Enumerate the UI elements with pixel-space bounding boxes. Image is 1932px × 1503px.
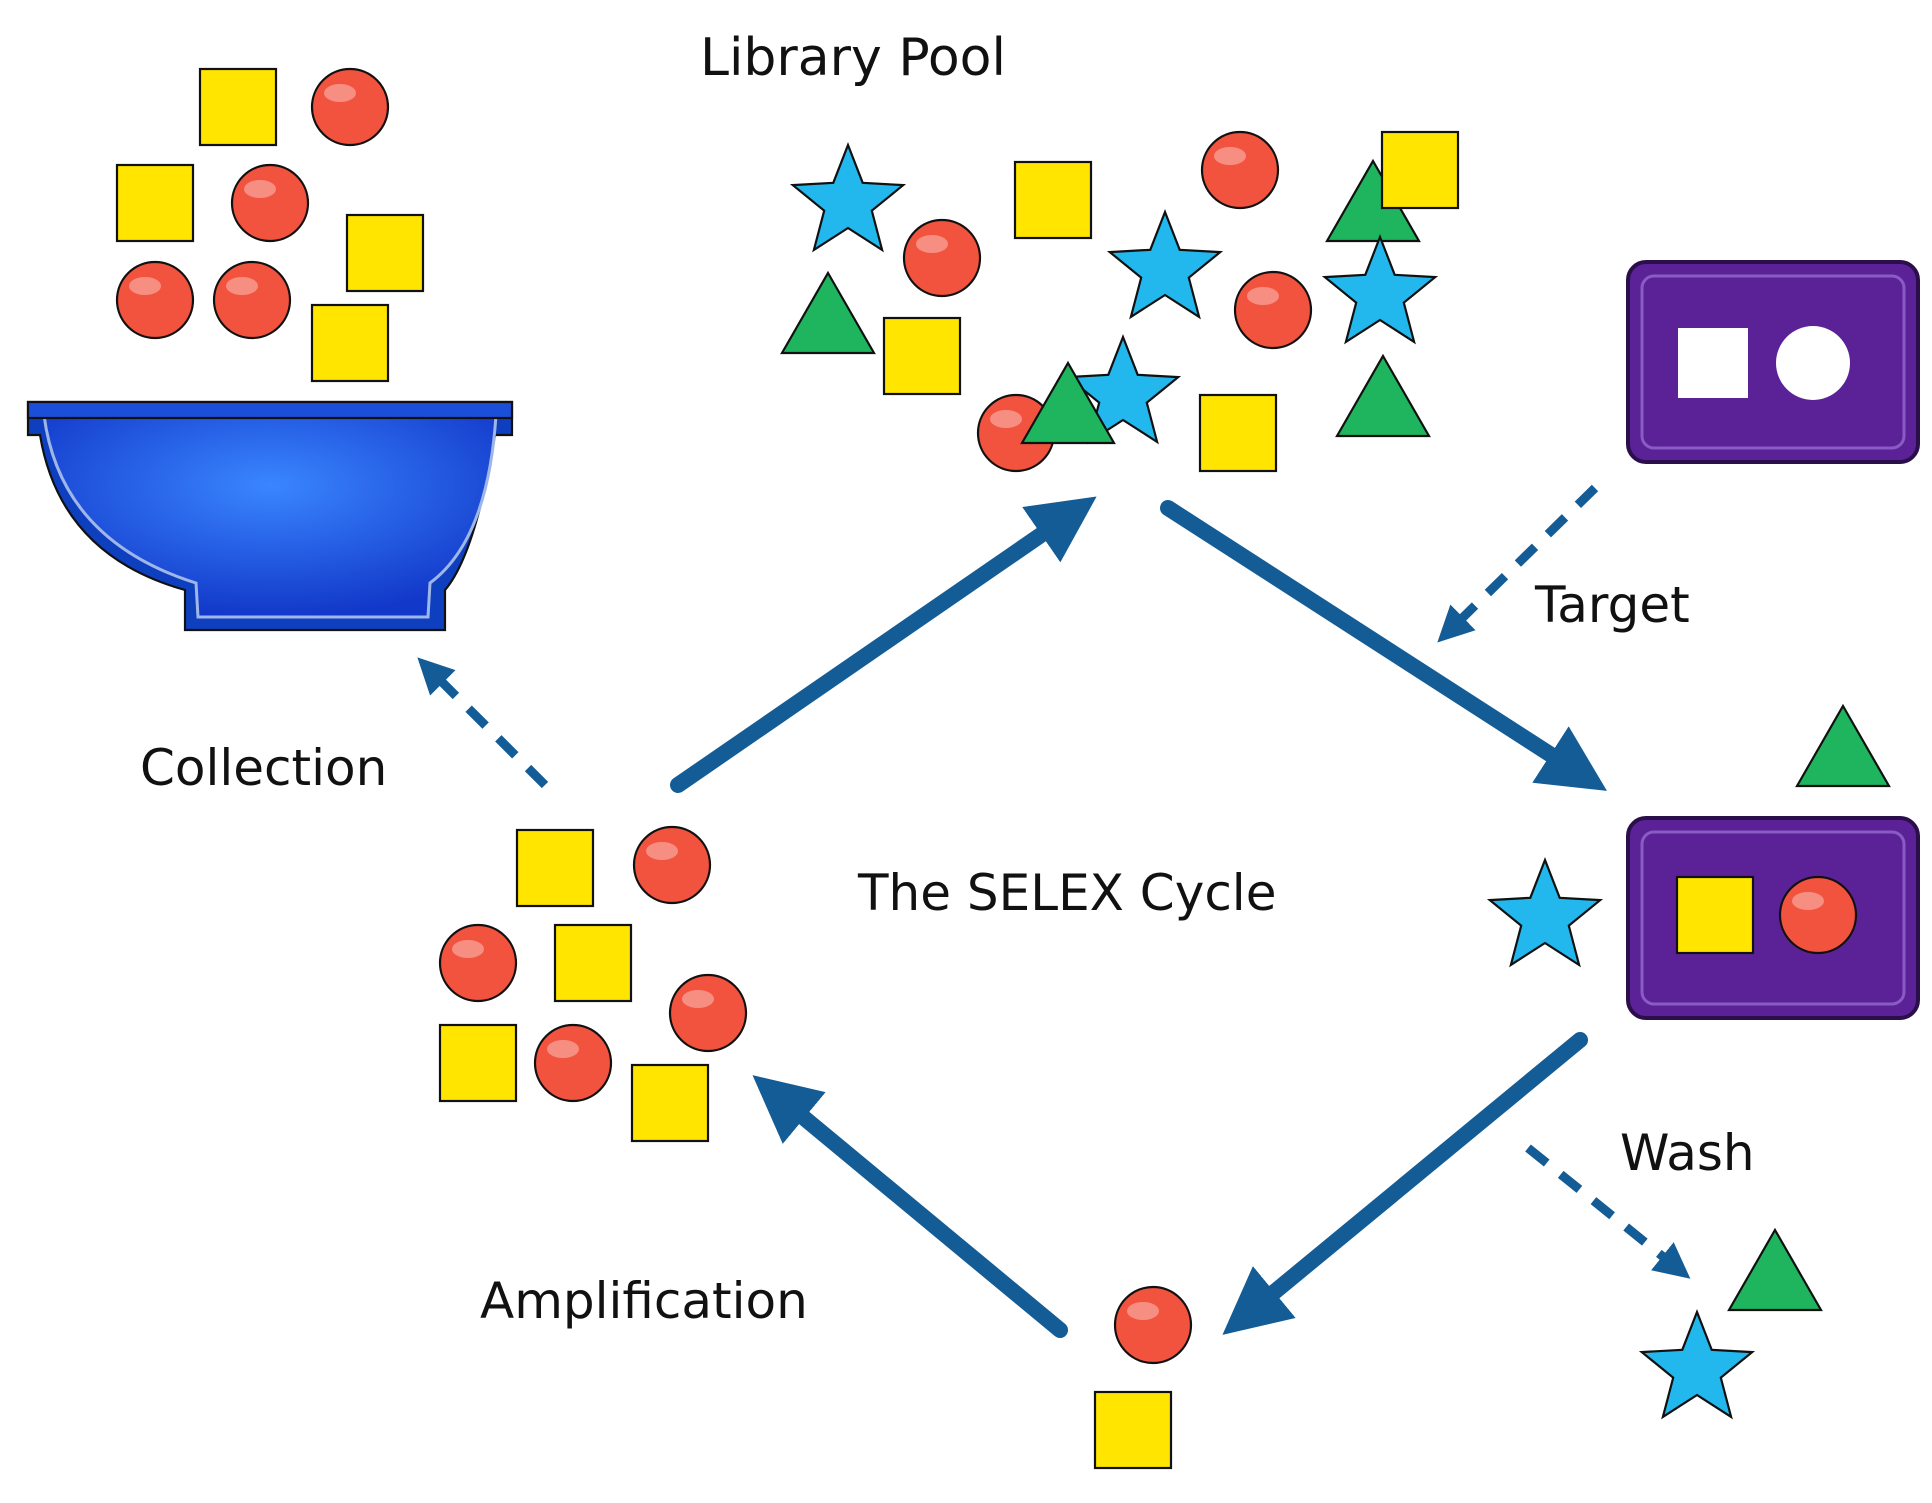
square-slot-icon	[1678, 328, 1748, 398]
bound-target-plate-icon	[1626, 816, 1920, 1020]
cycle-arrows	[670, 496, 1607, 1338]
star-icon	[789, 141, 907, 253]
target-plate-icon	[1626, 260, 1920, 464]
square-icon	[515, 828, 595, 908]
collection-label: Collection	[140, 739, 387, 797]
square-icon	[1093, 1390, 1173, 1470]
star-icon	[1106, 208, 1224, 320]
circle-icon	[1778, 875, 1858, 955]
circle-icon	[1233, 270, 1313, 350]
arrow-to-elution-icon	[1222, 1032, 1588, 1335]
circle-icon	[1113, 1285, 1193, 1365]
star-icon	[1638, 1308, 1756, 1420]
star-icon	[1486, 856, 1604, 968]
cycle-title-label: The SELEX Cycle	[857, 864, 1276, 922]
triangle-icon	[1795, 703, 1891, 788]
star-icon	[1321, 233, 1439, 345]
circle-icon	[115, 260, 195, 340]
square-icon	[115, 163, 195, 243]
triangle-icon	[1335, 353, 1431, 438]
square-icon	[553, 923, 633, 1003]
target-dashed-arrow-icon	[1437, 484, 1599, 643]
circle-icon	[632, 825, 712, 905]
star-icon	[1064, 333, 1182, 445]
circle-slot-icon	[1776, 326, 1850, 400]
square-icon	[1013, 160, 1093, 240]
collection-bowl-icon	[26, 400, 514, 632]
circle-icon	[1200, 130, 1280, 210]
molecules	[115, 67, 1891, 1470]
square-icon	[630, 1063, 710, 1143]
triangle-icon	[780, 270, 876, 355]
library-pool-label: Library Pool	[700, 28, 1006, 88]
square-icon	[1198, 393, 1278, 473]
arrow-to-target-icon	[1160, 500, 1607, 791]
square-icon	[438, 1023, 518, 1103]
square-icon	[1675, 875, 1755, 955]
collection-dashed-arrow-icon	[417, 657, 549, 789]
triangle-icon	[1727, 1227, 1823, 1312]
target-label: Target	[1534, 576, 1690, 634]
square-icon	[198, 67, 278, 147]
triangle-icon	[1020, 360, 1116, 445]
square-icon	[310, 303, 390, 383]
circle-icon	[310, 67, 390, 147]
circle-icon	[902, 218, 982, 298]
circle-icon	[668, 973, 748, 1053]
arrow-to-library-icon	[670, 496, 1097, 793]
dashed-arrows	[417, 484, 1691, 1279]
wash-label: Wash	[1620, 1124, 1755, 1182]
wash-dashed-arrow-icon	[1525, 1144, 1691, 1279]
circle-icon	[230, 163, 310, 243]
square-icon	[345, 213, 425, 293]
arrow-to-amplified-icon	[752, 1075, 1068, 1338]
circle-icon	[533, 1023, 613, 1103]
circle-icon	[212, 260, 292, 340]
square-icon	[1380, 130, 1460, 210]
circle-icon	[438, 923, 518, 1003]
amplification-label: Amplification	[480, 1272, 808, 1330]
square-icon	[882, 316, 962, 396]
